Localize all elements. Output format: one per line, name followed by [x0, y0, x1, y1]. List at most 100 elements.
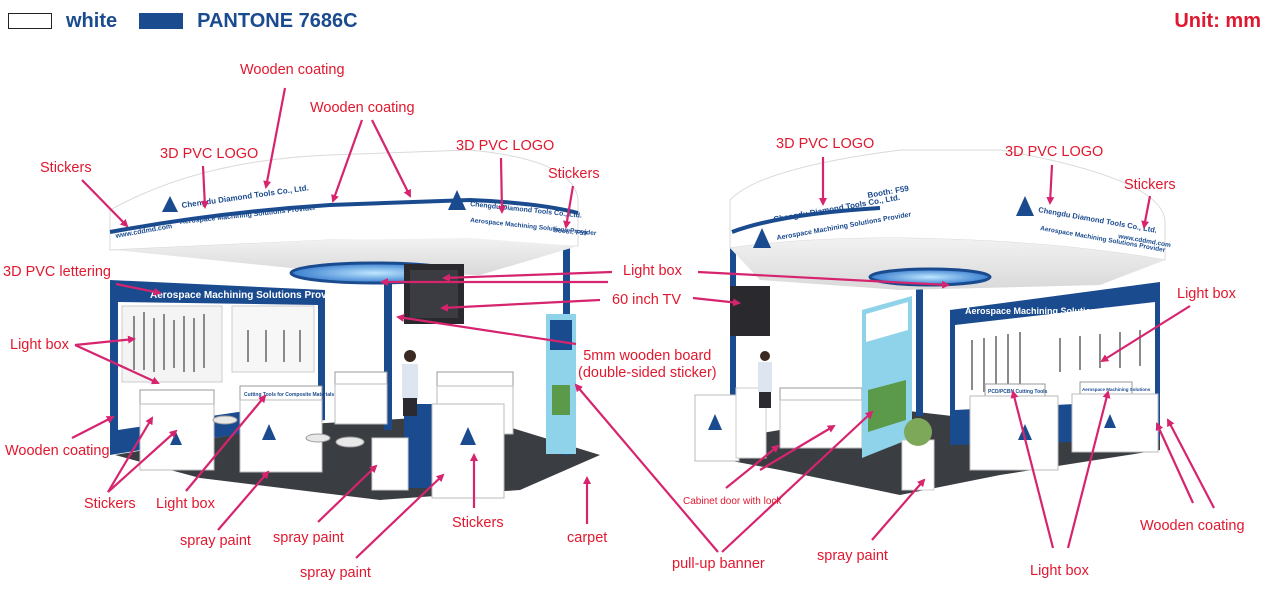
callout-light-box-right: Light box — [1177, 286, 1236, 302]
tools-graphic-1 — [121, 305, 223, 383]
callout-wooden-coating-left: Wooden coating — [5, 443, 110, 459]
callout-wooden-coating-mid: Wooden coating — [310, 100, 415, 116]
callout-stickers-bottom-mid: Stickers — [452, 515, 504, 531]
right-booth: Chengdu Diamond Tools Co., Ltd. Aerospac… — [694, 149, 1171, 495]
pull-up-banner-left — [546, 314, 576, 454]
pantone-label: PANTONE 7686C — [197, 9, 358, 32]
callout-pvc-logo-mid: 3D PVC LOGO — [456, 138, 555, 154]
arrow-tv-right — [692, 296, 741, 307]
arrow-tv-left — [440, 298, 601, 312]
leader-lines — [71, 87, 1215, 559]
color-legend: white PANTONE 7686C — [8, 8, 358, 34]
callout-pvc-logo-left: 3D PVC LOGO — [160, 146, 259, 162]
pillar-left-front — [384, 240, 392, 430]
ceiling-right — [730, 238, 1165, 290]
callout-spray-paint-right: spray paint — [817, 548, 888, 564]
callout-light-box-bottom-right: Light box — [1030, 563, 1089, 579]
header-right-booth-number: Booth: F59 — [553, 227, 588, 238]
tv-right — [730, 286, 770, 336]
reception-counter-left — [371, 403, 505, 499]
arrow-wooden-coating-right-b — [1167, 418, 1215, 509]
arrow-wooden-coating-top — [263, 87, 287, 189]
arrow-light-box-right — [1100, 305, 1191, 363]
callout-60-inch-tv: 60 inch TV — [612, 292, 682, 308]
callout-light-box-center: Light box — [623, 263, 682, 279]
counter-cabinet-right — [779, 387, 863, 449]
arrow-cabinet-door-b — [759, 424, 836, 471]
callout-pvc-logo-right-2: 3D PVC LOGO — [1005, 144, 1104, 160]
hostess-left — [402, 350, 418, 416]
pantone-swatch — [139, 13, 184, 29]
callout-pull-up-banner: pull-up banner — [672, 556, 765, 572]
callout-stickers-right: Stickers — [1124, 177, 1176, 193]
callout-spray-paint-3: spray paint — [300, 565, 371, 581]
callout-wooden-board-line2: (double-sided sticker) — [578, 364, 717, 381]
counter-light-box-left — [139, 389, 215, 471]
callout-wooden-board: 5mm wooden board (double-sided sticker) — [578, 348, 717, 381]
arrow-wooden-board — [396, 313, 577, 346]
header-left-stripe — [109, 197, 579, 234]
arrow-light-box-center-left — [442, 270, 613, 282]
arrow-stickers-right — [1141, 195, 1152, 229]
counter-pcd-label: PCD/PCBN Cutting Tools — [988, 389, 1048, 395]
back-wall-slogan-left: Aerospace Machining Solutions Provider — [150, 290, 345, 301]
callout-cabinet-door: Cabinet door with lock — [683, 496, 782, 507]
arrow-wooden-coating-mid-a — [331, 119, 364, 203]
arrow-wooden-coating-mid-b — [371, 119, 411, 198]
arrow-light-box-center-right — [697, 270, 950, 289]
arrow-pvc-logo-left — [200, 165, 209, 209]
pull-up-banner-right — [862, 296, 912, 458]
callout-carpet: carpet — [567, 530, 608, 546]
callout-wooden-board-line1: 5mm wooden board — [583, 348, 712, 364]
arrow-pvc-logo-mid — [497, 157, 506, 214]
arrow-wooden-coating-left — [71, 416, 115, 439]
callout-stickers-bottom-left: Stickers — [84, 496, 136, 512]
arrow-light-box-bottom-right-b — [1066, 390, 1111, 549]
arrow-pull-up-banner-right — [721, 410, 874, 553]
arrow-light-box-bottom-right-a — [1010, 390, 1055, 549]
arrow-spray-paint-1 — [217, 470, 270, 531]
left-booth: Chengdu Diamond Tools Co., Ltd. Aerospac… — [109, 149, 600, 500]
hostess-right — [758, 351, 772, 408]
callout-stickers-mid: Stickers — [548, 166, 600, 182]
counter-shelf-right — [694, 387, 767, 462]
flower-pedestal-right — [901, 439, 935, 491]
callout-spray-paint-2: spray paint — [273, 530, 344, 546]
arrow-cabinet-door-a — [725, 444, 780, 489]
pillar-right-1 — [916, 236, 923, 416]
arrow-pvc-logo-right-2 — [1046, 164, 1055, 205]
arrow-stickers-bottom-left-a — [107, 429, 178, 493]
chairs-left — [212, 415, 365, 448]
arrow-pvc-lettering — [115, 282, 162, 296]
callout-wooden-coating-top: Wooden coating — [240, 62, 345, 78]
arrow-spray-paint-3 — [355, 473, 445, 559]
counter-composite-left: Cutting Tools for Composite Materials — [239, 385, 334, 473]
tools-graphic-2 — [231, 305, 315, 373]
arrow-stickers-mid — [563, 185, 575, 229]
white-label: white — [66, 9, 118, 32]
callout-light-box-bottom-left: Light box — [156, 496, 215, 512]
arrow-wooden-coating-right-a — [1155, 422, 1195, 504]
callout-wooden-coating-right: Wooden coating — [1140, 518, 1245, 534]
arrow-pull-up-banner-left — [574, 383, 719, 553]
back-wall-slogan-right: Aerospace Machining Solutions Provider — [965, 306, 1141, 316]
arrow-light-box-bottom-left — [185, 394, 267, 492]
arrow-light-box-left-b — [74, 343, 160, 385]
header-right-stripe — [731, 206, 881, 234]
counter-aerospace-label: Aerospace Machining Solutions — [1082, 387, 1151, 392]
callout-stickers-top-left: Stickers — [40, 160, 92, 176]
unit-label: Unit: mm — [1174, 10, 1261, 32]
arrow-stickers-bottom-left-b — [107, 416, 154, 493]
counter-aerospace-right: Aerospace Machining Solutions — [1071, 381, 1159, 453]
header-left — [109, 149, 579, 251]
callout-pvc-lettering: 3D PVC lettering — [3, 264, 111, 280]
arrow-stickers-top-left — [81, 179, 129, 228]
arrow-spray-paint-2 — [317, 464, 378, 523]
callout-spray-paint-1: spray paint — [180, 533, 251, 549]
callout-pvc-logo-right-1: 3D PVC LOGO — [776, 136, 875, 152]
counter-composite-label: Cutting Tools for Composite Materials — [244, 392, 334, 398]
arrow-light-box-left-a — [74, 335, 136, 347]
arrow-spray-paint-right — [871, 478, 926, 541]
